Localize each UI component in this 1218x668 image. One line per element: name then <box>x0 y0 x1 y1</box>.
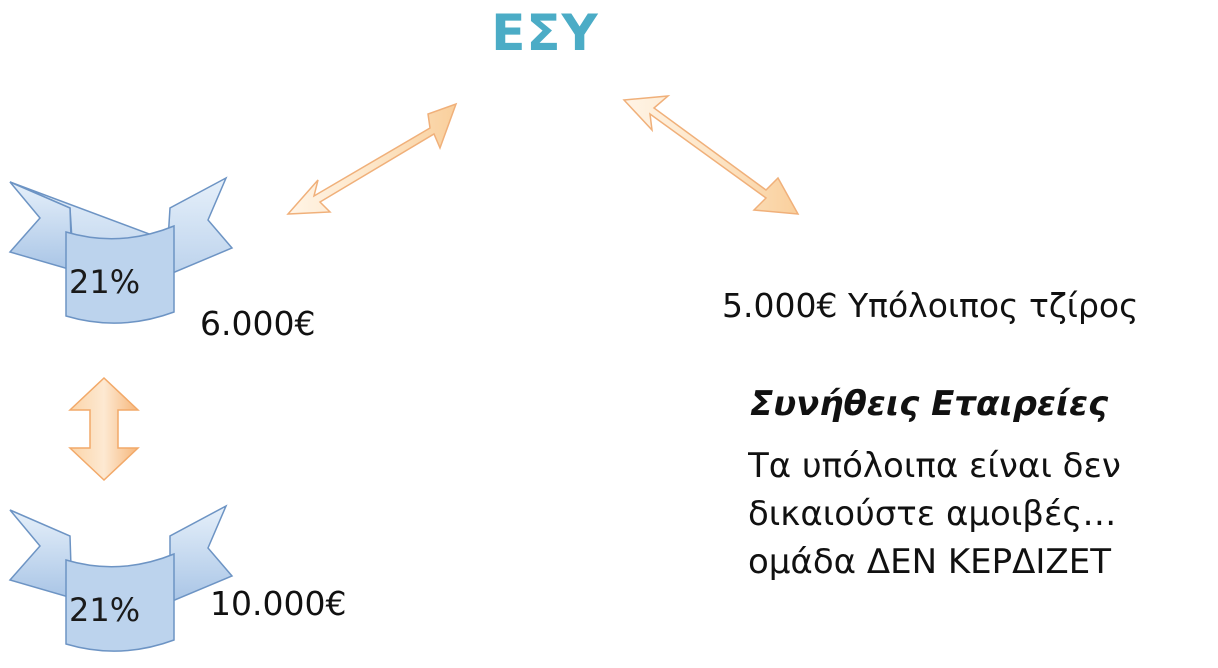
diagram-title: ΕΣΥ <box>491 4 599 62</box>
tier-top-percent: 21% <box>69 263 140 301</box>
note-line-1: Τα υπόλοιπα είναι δεν <box>748 446 1121 486</box>
tier-bottom-amount: 10.000€ <box>210 584 347 623</box>
tier-top-amount: 6.000€ <box>200 304 316 343</box>
remaining-turnover-text: 5.000€ Υπόλοιπος τζίρος <box>722 286 1139 325</box>
tier-shape-top <box>8 176 234 324</box>
note-heading: Συνήθεις Εταιρείες <box>750 384 1109 424</box>
tier-shape-bottom <box>8 504 234 652</box>
note-line-3: ομάδα ΔΕΝ ΚΕΡΔΙΖΕΤ <box>748 542 1111 582</box>
note-line-2: δικαιούστε αμοιβές… <box>748 494 1117 534</box>
double-arrow-vertical <box>68 376 140 482</box>
tier-bottom-percent: 21% <box>69 591 140 629</box>
double-arrow-right-diagonal <box>622 95 800 215</box>
double-arrow-left-diagonal <box>286 102 458 215</box>
note-body: Τα υπόλοιπα είναι δεν δικαιούστε αμοιβές… <box>748 442 1218 586</box>
